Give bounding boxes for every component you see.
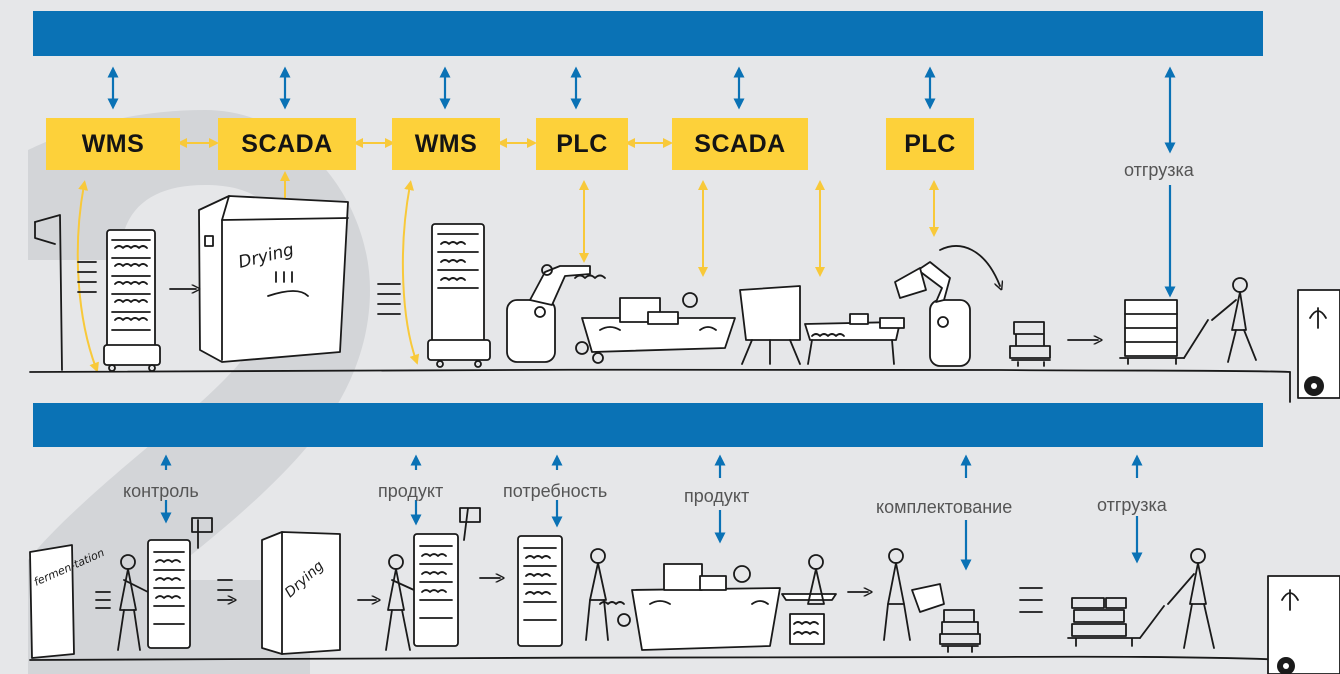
system-box-wms-2: WMS xyxy=(392,118,500,170)
bottom-truck xyxy=(1267,575,1340,674)
bottom-rack-trolley-3 xyxy=(517,535,563,647)
bottom-fermentation-unit: fermen-tation xyxy=(29,544,111,659)
bottom-floor-line xyxy=(29,655,1291,673)
system-box-scada-2: SCADA xyxy=(672,118,808,170)
top-system-bar xyxy=(33,11,1263,56)
control-label: контроль xyxy=(123,481,199,501)
top-drying-chamber: Drying xyxy=(169,195,349,363)
bottom-processing-line xyxy=(585,548,868,651)
top-robot-arm-2 xyxy=(894,245,1000,367)
bottom-system-bar xyxy=(33,403,1263,447)
top-processing-line xyxy=(575,285,905,365)
top-fermentation-unit xyxy=(34,214,63,371)
system-box-plc-2: PLC xyxy=(886,118,974,170)
top-shipping-label: отгрузка xyxy=(1124,160,1194,180)
system-box-wms-1: WMS xyxy=(46,118,180,170)
need-label: потребность xyxy=(503,481,608,501)
bottom-drying-chamber: Drying xyxy=(261,531,376,655)
top-blue-connectors xyxy=(107,66,1176,298)
bottom-rack-trolley-2 xyxy=(413,507,500,647)
product-label-1: продукт xyxy=(378,481,444,501)
bottom-rack-trolley-1 xyxy=(147,517,232,649)
top-pallets xyxy=(1009,299,1209,367)
bottom-worker-1 xyxy=(117,554,149,651)
system-box-scada-1: SCADA xyxy=(218,118,356,170)
picking-label: комплектование xyxy=(876,497,1013,517)
bottom-picker xyxy=(883,548,1043,653)
top-machine-links xyxy=(76,171,939,373)
bottom-pallets-and-worker xyxy=(1067,548,1215,649)
top-rack-trolley-2 xyxy=(377,223,491,368)
product-label-2: продукт xyxy=(684,486,750,506)
bottom-worker-2 xyxy=(385,554,415,651)
top-worker xyxy=(1211,277,1257,363)
bottom-shipping-label: отгрузка xyxy=(1097,495,1167,515)
bottom-blue-connectors xyxy=(160,454,1143,571)
top-rack-trolley-1 xyxy=(77,229,161,372)
system-box-plc-1: PLC xyxy=(536,118,628,170)
top-robot-arm-1 xyxy=(506,264,606,363)
top-truck xyxy=(1297,289,1340,399)
top-floor-line xyxy=(29,368,1291,403)
